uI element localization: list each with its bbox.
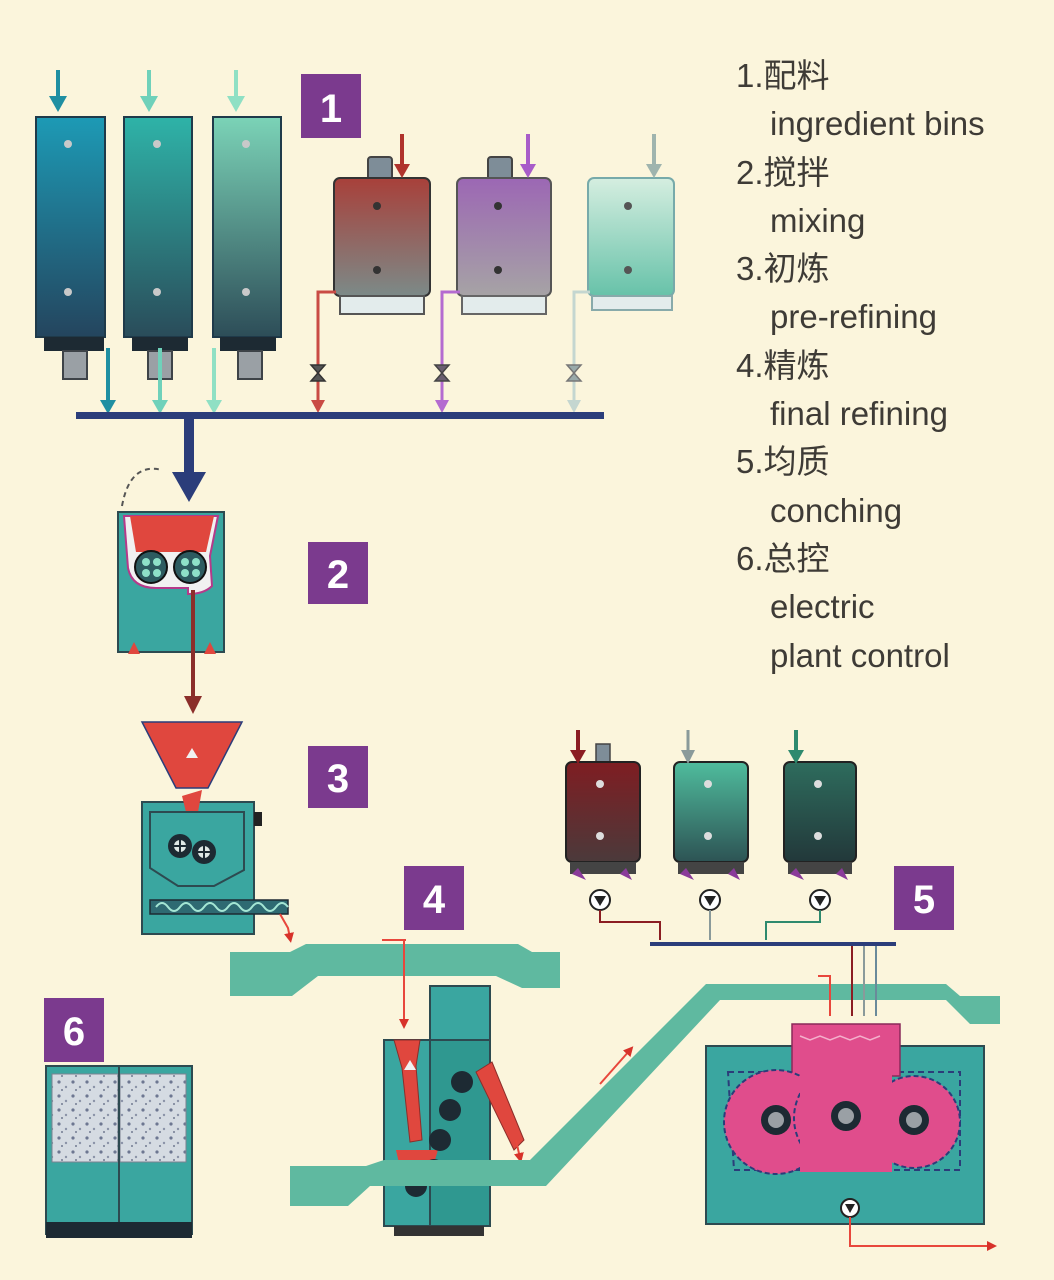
- roller-icon: [173, 550, 207, 584]
- ingredient-bin-1: [35, 116, 106, 380]
- badge-4: 4: [404, 866, 464, 930]
- valve-icon: [433, 364, 451, 382]
- legend-chinese: 搅拌: [763, 153, 830, 191]
- legend-item-1: 1.配料 ingredient bins: [736, 52, 1046, 149]
- conveyor-4-to-5: [290, 984, 1000, 1206]
- badge-4-label: 4: [423, 878, 446, 922]
- valve-icon: [565, 364, 583, 382]
- legend-item-2: 2.搅拌 mixing: [736, 149, 1046, 246]
- legend-english: mixing: [770, 201, 866, 239]
- roller-icon: [168, 834, 192, 858]
- legend-english: plant control: [770, 636, 950, 674]
- badge-6: 6: [44, 998, 104, 1062]
- roller-icon: [134, 550, 168, 584]
- legend-number: 3.: [736, 250, 764, 288]
- legend-number: 2.: [736, 153, 764, 191]
- stage-6-control-cabinet: [45, 1065, 193, 1238]
- legend-english: ingredient bins: [770, 105, 985, 143]
- badge-3: 3: [308, 746, 368, 808]
- collector-line: [76, 412, 604, 419]
- pump-icon: [840, 1198, 860, 1218]
- down-arrow-icon: [227, 70, 245, 112]
- legend-item-6: 6.总控 electric plant control: [736, 535, 1046, 680]
- down-arrow-icon: [152, 348, 168, 414]
- roller-icon: [761, 1105, 791, 1135]
- down-arrow-icon: [100, 348, 116, 414]
- legend-chinese: 均质: [763, 443, 830, 481]
- badge-1: 1: [301, 74, 361, 138]
- down-arrow-icon: [172, 418, 206, 502]
- legend-chinese: 总控: [763, 539, 830, 577]
- ingredient-bin-2: [123, 116, 193, 380]
- liquid-tank-red: [333, 134, 431, 315]
- legend-number: 5.: [736, 443, 764, 481]
- badge-2: 2: [308, 542, 368, 604]
- conche-collector: [650, 942, 896, 946]
- legend-english: pre-refining: [770, 298, 937, 336]
- legend-number: 1.: [736, 57, 764, 94]
- badge-3-label: 3: [327, 757, 349, 801]
- legend-english: final refining: [770, 395, 948, 433]
- flow-arrow: [599, 1046, 634, 1085]
- down-arrow-icon: [49, 70, 67, 112]
- pump-icon: [699, 889, 721, 911]
- liquid-tank-purple: [456, 134, 552, 315]
- conche-tank-1: [565, 730, 641, 874]
- legend-english: electric: [770, 588, 875, 626]
- stage-2-mixer: [117, 467, 225, 714]
- stage-1-ingredient-bins: [35, 70, 675, 502]
- legend-chinese: 初炼: [763, 250, 830, 288]
- legend-chinese: 配料: [763, 57, 830, 94]
- legend-item-4: 4.精炼 final refining: [736, 342, 1046, 439]
- legend-english: conching: [770, 491, 903, 529]
- badge-1-label: 1: [320, 87, 342, 131]
- badge-2-label: 2: [327, 553, 349, 597]
- roller-icon: [899, 1105, 929, 1135]
- badge-5-label: 5: [913, 878, 935, 922]
- badge-5: 5: [894, 866, 954, 930]
- liquid-tank-mint: [587, 134, 675, 311]
- legend: 1.配料 ingredient bins 2.搅拌 mixing 3.初炼 pr…: [736, 52, 1046, 680]
- pump-icon: [809, 889, 831, 911]
- ingredient-bin-3: [212, 116, 282, 380]
- down-arrow-icon: [184, 590, 202, 714]
- conveyor-3-to-4: [230, 944, 560, 996]
- legend-number: 6.: [736, 539, 764, 577]
- roller-icon: [192, 840, 216, 864]
- stage-5-conche: [565, 730, 997, 1251]
- down-arrow-icon: [140, 70, 158, 112]
- conche-tank-3: [783, 730, 857, 874]
- valve-icon: [309, 364, 327, 382]
- badge-6-label: 6: [63, 1010, 85, 1054]
- legend-chinese: 精炼: [763, 346, 830, 384]
- conche-tank-2: [673, 730, 749, 874]
- pump-icon: [589, 889, 611, 911]
- down-arrow-icon: [206, 348, 222, 414]
- legend-number: 4.: [736, 346, 764, 384]
- roller-icon: [831, 1101, 861, 1131]
- legend-item-5: 5.均质 conching: [736, 438, 1046, 535]
- stage-3-pre-refiner: [140, 721, 294, 943]
- legend-item-3: 3.初炼 pre-refining: [736, 245, 1046, 342]
